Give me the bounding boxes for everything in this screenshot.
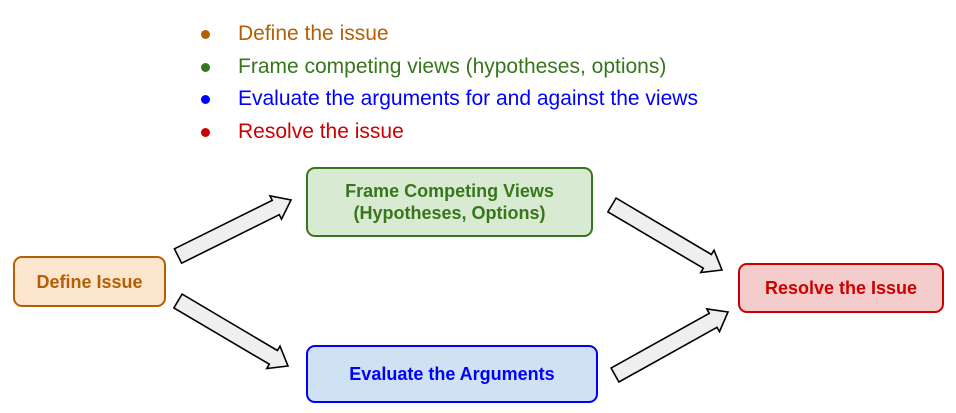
bullet-item-frame: Frame competing views (hypotheses, optio… bbox=[198, 51, 698, 84]
bullet-dot bbox=[201, 127, 210, 137]
bullet-item-define: Define the issue bbox=[198, 18, 698, 51]
bullet-list: Define the issue Frame competing views (… bbox=[198, 18, 698, 148]
bullet-item-evaluate: Evaluate the arguments for and against t… bbox=[198, 83, 698, 116]
node-define-issue: Define Issue bbox=[13, 256, 166, 307]
arrow-define-to-frame bbox=[173, 194, 293, 265]
bullet-dot bbox=[201, 30, 210, 39]
arrow-evaluate-to-resolve bbox=[610, 307, 730, 384]
bullet-dot bbox=[201, 62, 210, 72]
bullet-item-resolve: Resolve the issue bbox=[198, 116, 698, 149]
arrow-frame-to-resolve bbox=[606, 197, 724, 274]
bullet-dot bbox=[201, 95, 210, 104]
node-resolve-issue: Resolve the Issue bbox=[738, 263, 944, 313]
node-frame-competing-views: Frame Competing Views(Hypotheses, Option… bbox=[306, 167, 593, 237]
node-evaluate-arguments: Evaluate the Arguments bbox=[306, 345, 598, 403]
arrow-define-to-evaluate bbox=[172, 293, 290, 370]
